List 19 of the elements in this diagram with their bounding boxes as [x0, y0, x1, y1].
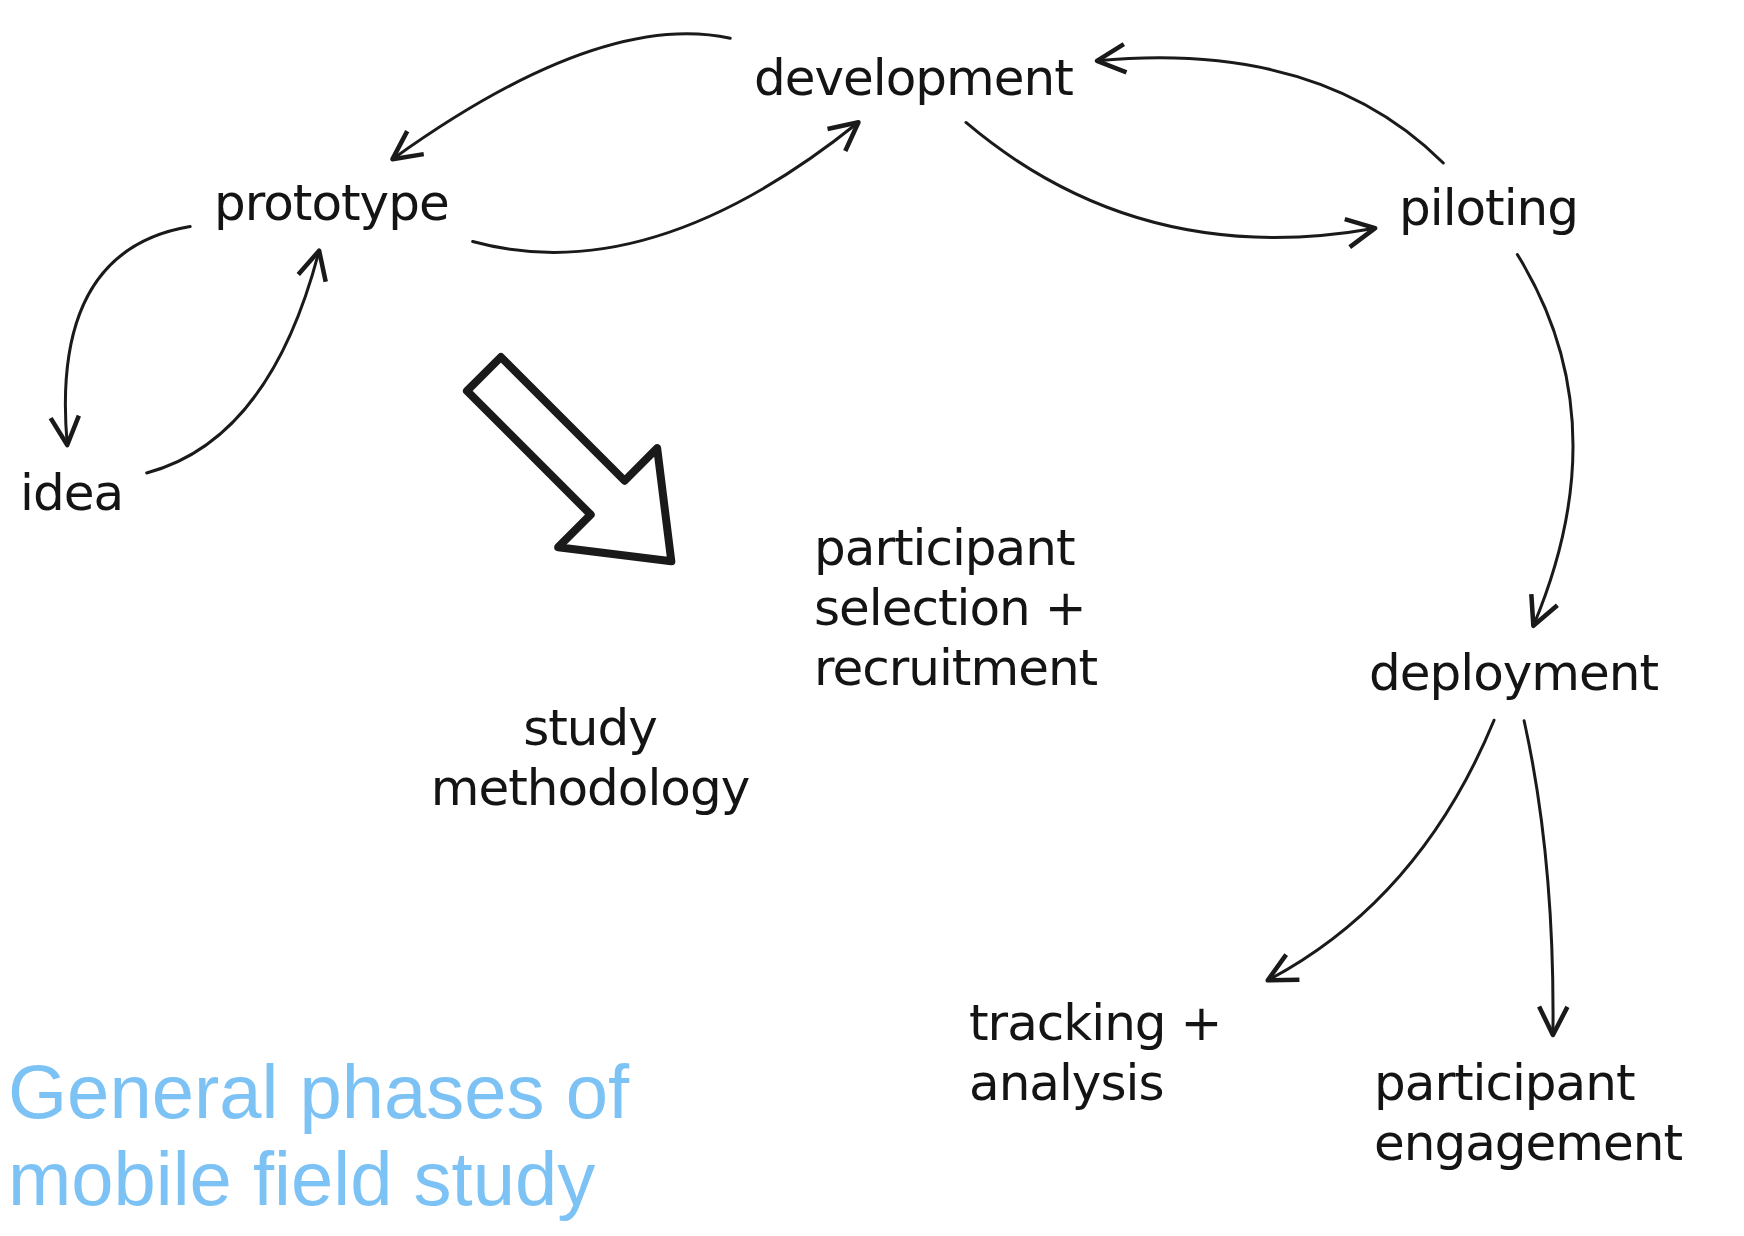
phase-label: prototype	[200, 165, 463, 241]
phase-label: idea	[6, 455, 138, 531]
curved-arrow	[390, 32, 732, 162]
curved-arrow	[964, 120, 1378, 249]
phase-label: study methodology	[380, 690, 800, 826]
phase-label: development	[740, 40, 1087, 116]
curved-arrow	[49, 225, 192, 448]
curved-arrow	[145, 248, 328, 475]
curved-arrow	[471, 120, 861, 254]
phase-label: participant engagement	[1360, 1045, 1744, 1181]
phase-label: participant selection + recruitment	[800, 510, 1200, 706]
curved-arrow	[1522, 719, 1570, 1038]
curved-arrow	[1265, 718, 1496, 983]
curved-arrow	[1515, 253, 1575, 629]
phase-label: tracking + analysis	[955, 985, 1305, 1121]
phase-label: piloting	[1385, 170, 1593, 246]
diagram-title: General phases of mobile field study	[8, 1048, 631, 1223]
phase-label: deployment	[1355, 635, 1673, 711]
curved-arrow	[1094, 42, 1445, 165]
